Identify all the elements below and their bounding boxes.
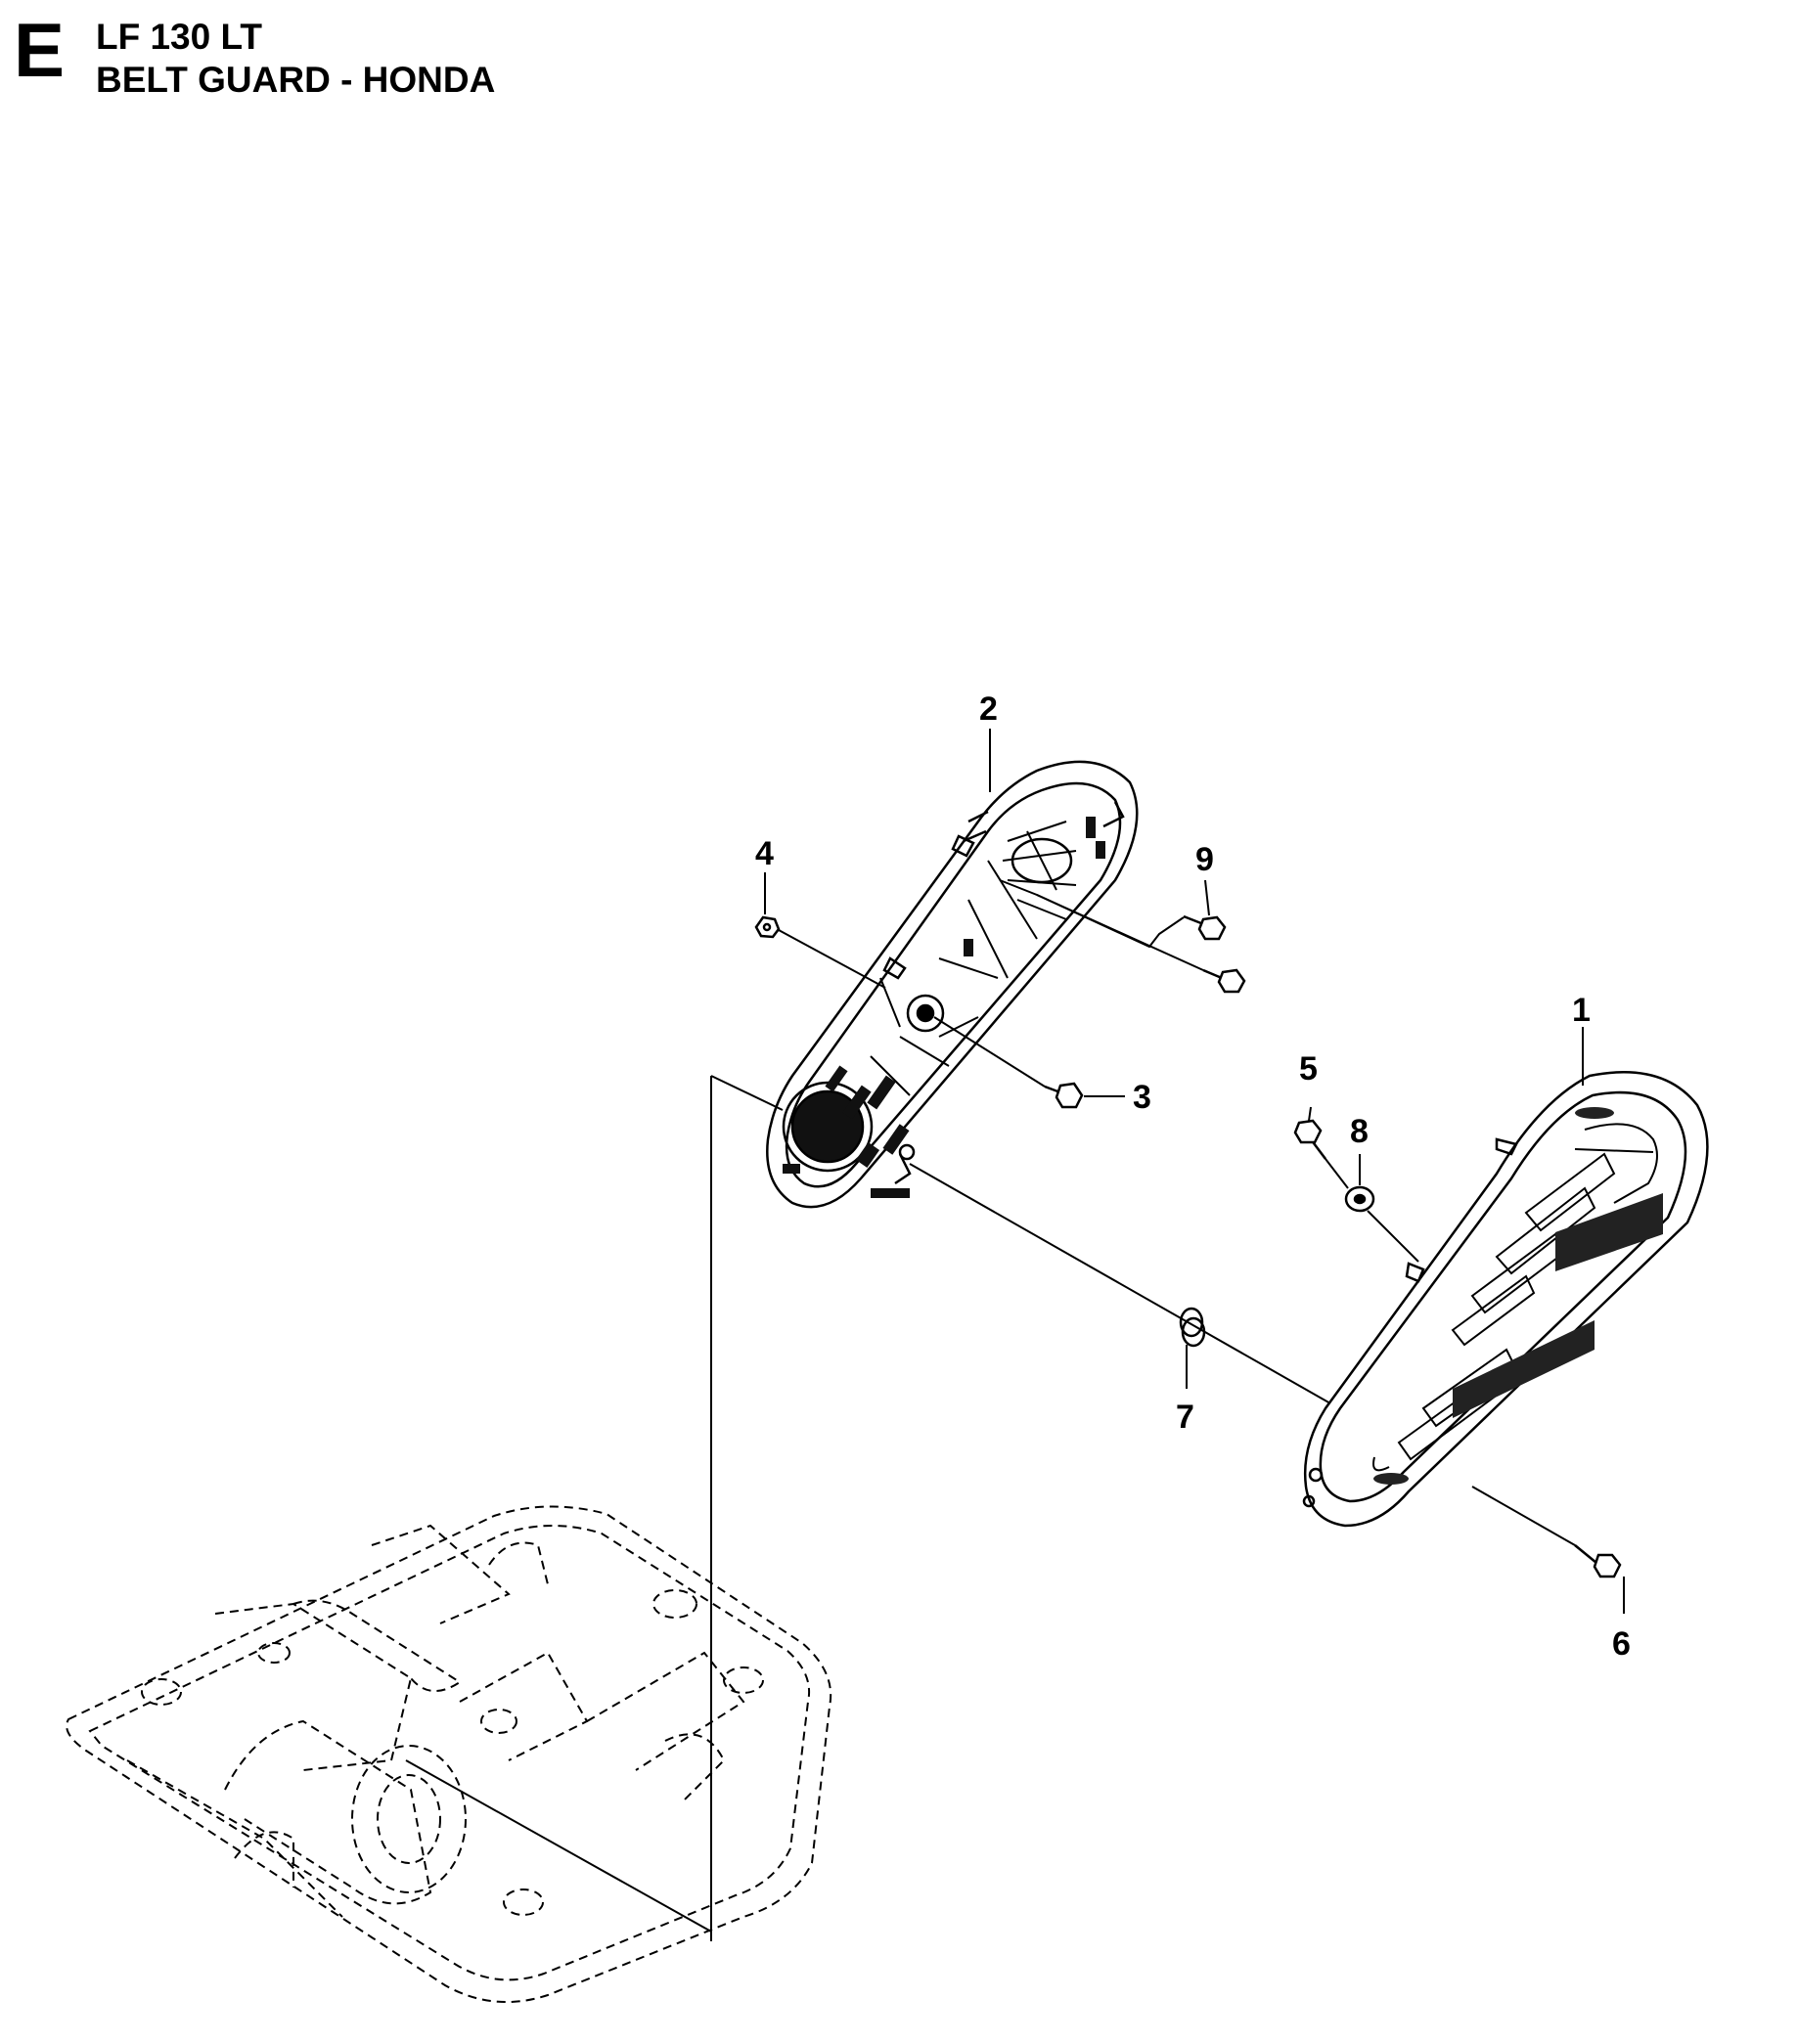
model-title: LF 130 LT xyxy=(96,17,262,57)
bolt-part-6 xyxy=(1574,1544,1622,1578)
bolt-part-9 xyxy=(1183,914,1227,941)
title-block: LF 130 LT BELT GUARD - HONDA xyxy=(96,16,495,102)
section-letter: E xyxy=(14,7,66,93)
washer-part-8 xyxy=(1344,1185,1375,1213)
callout-1: 1 xyxy=(1572,992,1591,1029)
callouts: 1 2 3 4 5 6 7 8 9 xyxy=(755,690,1631,1663)
spring-washer-part-7 xyxy=(1179,1307,1206,1348)
callout-6: 6 xyxy=(1612,1625,1631,1663)
assembly-title: BELT GUARD - HONDA xyxy=(96,60,496,100)
fasteners xyxy=(754,914,1622,1578)
assembly-lines xyxy=(405,729,1625,1941)
bolt-part-3 xyxy=(1044,1082,1084,1109)
outer-belt-guard xyxy=(1302,1071,1709,1528)
callout-2: 2 xyxy=(979,690,998,728)
bolt-part-9b xyxy=(1202,968,1246,994)
callout-9: 9 xyxy=(1195,841,1214,878)
inner-belt-guard xyxy=(766,760,1139,1209)
callout-8: 8 xyxy=(1350,1113,1369,1150)
bolt-part-5 xyxy=(1293,1119,1326,1160)
callout-7: 7 xyxy=(1176,1399,1194,1436)
callout-3: 3 xyxy=(1133,1079,1151,1116)
base-plate-phantom xyxy=(66,1505,832,2004)
callout-4: 4 xyxy=(755,835,774,872)
callout-5: 5 xyxy=(1299,1050,1318,1088)
nut-part-4 xyxy=(754,915,781,939)
